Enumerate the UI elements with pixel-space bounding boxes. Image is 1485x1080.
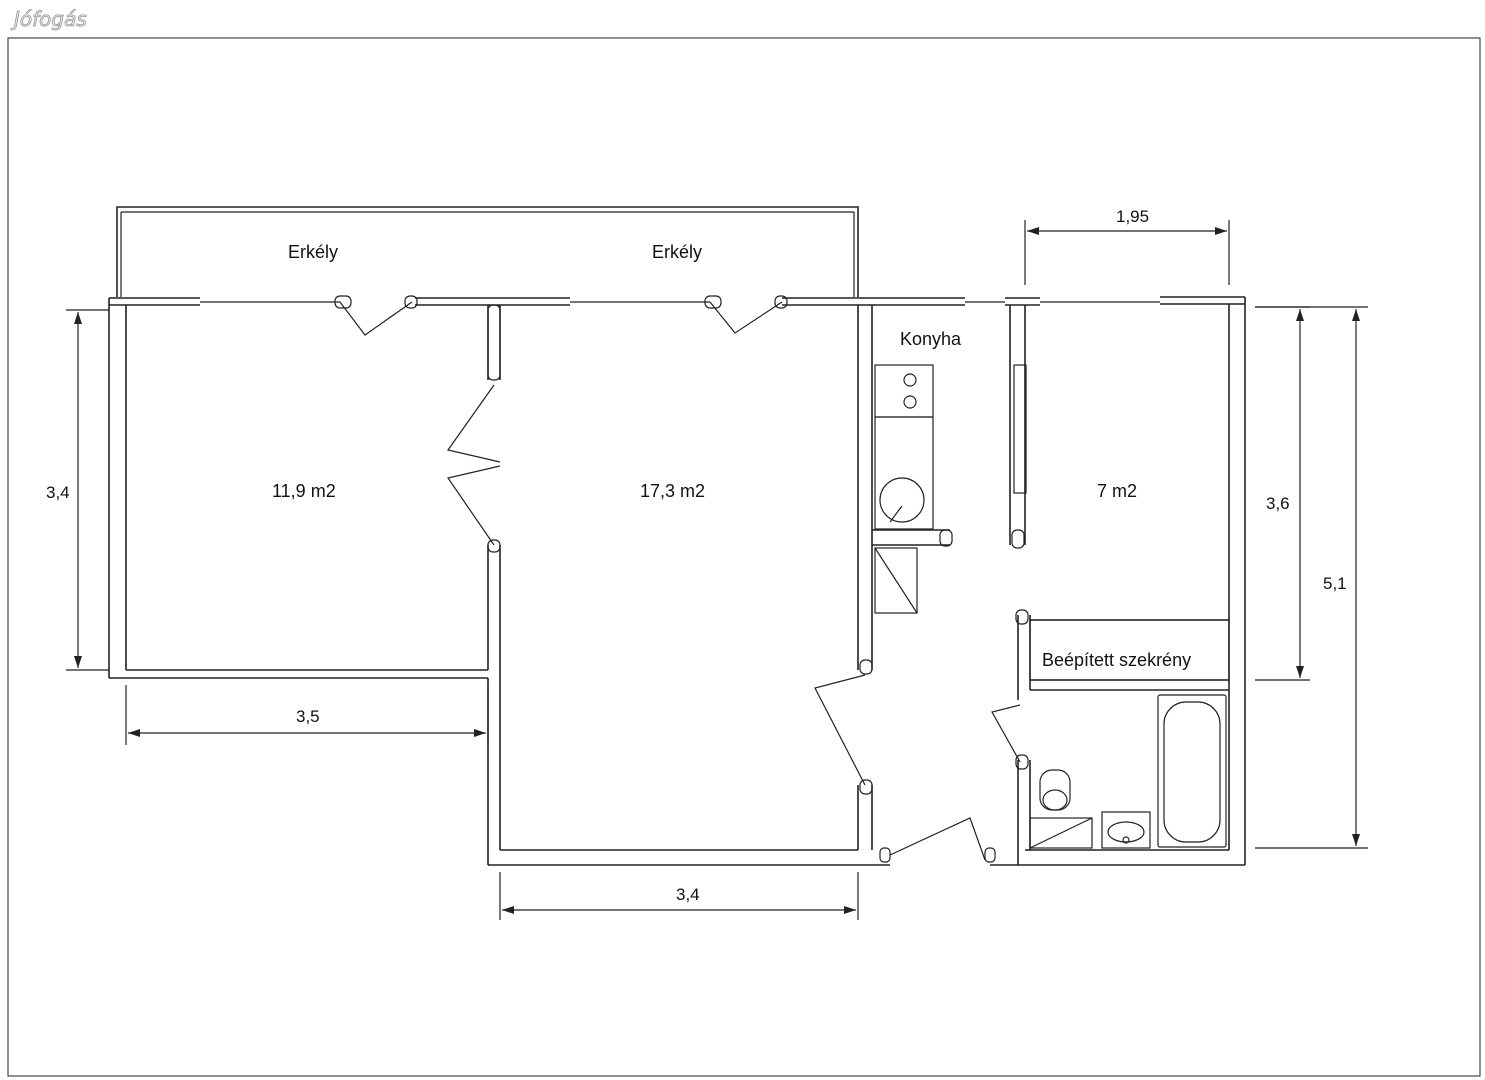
counter (874, 416, 934, 530)
dim-left-width: 3,5 (296, 707, 320, 726)
shelf (1029, 817, 1093, 849)
watermark-logo: Jófogás (10, 7, 87, 31)
bathtub (1157, 694, 1227, 848)
pantry (874, 547, 918, 614)
exterior-walls (108, 296, 1246, 866)
burner-icon (903, 395, 917, 409)
balcony-right-label: Erkély (652, 242, 702, 262)
dim-living-width: 3,4 (676, 885, 700, 904)
interior-walls (487, 304, 1229, 865)
dim-right-height: 3,6 (1266, 494, 1290, 513)
stove (874, 364, 934, 418)
kitchen-label: Konyha (900, 329, 962, 349)
dim-total-height: 5,1 (1323, 574, 1347, 593)
bathroom-fixtures (1029, 694, 1227, 849)
sink-icon (879, 477, 925, 523)
dim-right-top: 1,95 (1116, 207, 1149, 226)
balcony-left-label: Erkély (288, 242, 338, 262)
kitchen-fixtures (874, 364, 934, 614)
page-border (7, 37, 1481, 1077)
room-left-area: 11,9 m2 (272, 481, 336, 501)
wardrobe-box (1029, 619, 1230, 681)
dim-left-height: 3,4 (46, 483, 70, 502)
wardrobe-label: Beépített szekrény (1042, 650, 1191, 670)
balcony (116, 206, 859, 297)
living-area: 17,3 m2 (640, 481, 705, 501)
doors (334, 295, 1021, 861)
dimension-lines (66, 220, 1368, 920)
washbasin (1101, 811, 1151, 849)
burner-icon (903, 373, 917, 387)
room-right-area: 7 m2 (1097, 481, 1137, 501)
